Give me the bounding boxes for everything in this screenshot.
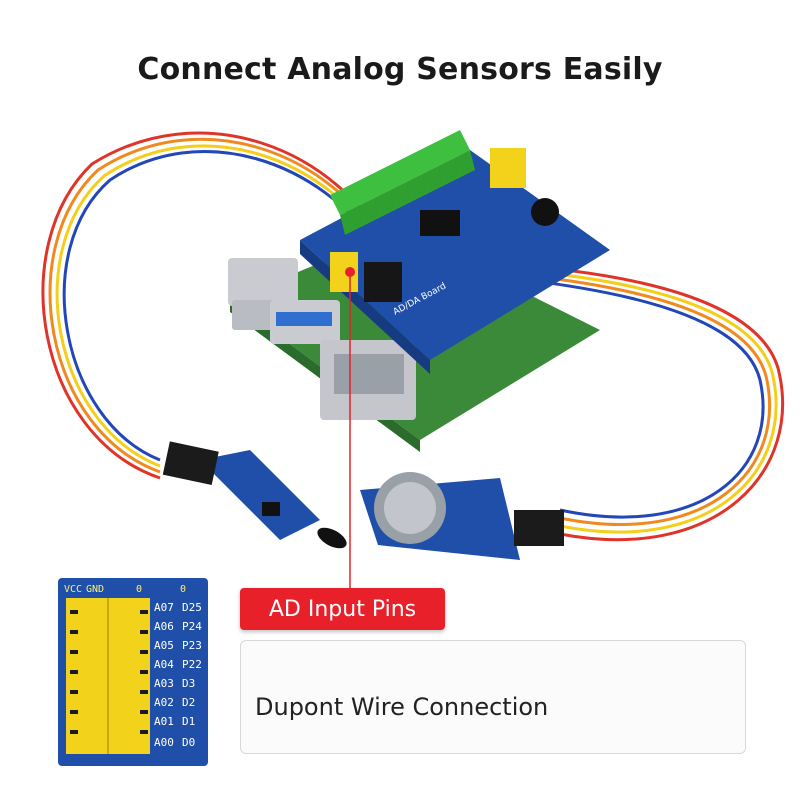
pin-label-p22: P22	[182, 658, 202, 671]
adc-chip	[420, 210, 460, 236]
pin-label-d25: D25	[182, 601, 202, 614]
inset-header-0a: 0	[136, 584, 142, 595]
inset-header-gnd: GND	[86, 584, 104, 595]
pin-label-a06: A06	[154, 620, 174, 633]
pin-label-a02: A02	[154, 696, 174, 709]
callout-pointer	[345, 267, 355, 590]
pin-label-a01: A01	[154, 715, 174, 728]
pin-label-a03: A03	[154, 677, 174, 690]
dupont-wires-left	[41, 131, 394, 480]
jumper-header	[490, 148, 526, 188]
gas-sensor-module	[360, 472, 564, 560]
inset-header-vcc: VCC	[64, 584, 82, 595]
pin-header-inset: VCC GND 0 0 A07 D25 A06 P24 A05 P23 A04 …	[58, 578, 208, 766]
pin-label-a00: A00	[154, 736, 174, 749]
potentiometer	[531, 198, 559, 226]
pin-label-a07: A07	[154, 601, 174, 614]
dupont-caption-box: Dupont Wire Connection	[240, 640, 746, 754]
dupont-connector	[364, 262, 402, 302]
pin-label-d0: D0	[182, 736, 195, 749]
pin-label-d1: D1	[182, 715, 195, 728]
pin-label-p23: P23	[182, 639, 202, 652]
pin-label-p24: P24	[182, 620, 202, 633]
dupont-caption-text: Dupont Wire Connection	[255, 693, 549, 721]
terminal-block	[330, 130, 470, 215]
ad-input-pins-callout: AD Input Pins	[240, 588, 445, 630]
ad-da-hat-board: AD/DA Board	[300, 130, 610, 374]
usb-port-1	[228, 258, 298, 306]
pin-label-a05: A05	[154, 639, 174, 652]
flame-sensor-module	[162, 441, 347, 549]
pin-label-d3: D3	[182, 677, 195, 690]
pin-label-a04: A04	[154, 658, 174, 671]
page-title: Connect Analog Sensors Easily	[137, 52, 663, 87]
pin-label-d2: D2	[182, 696, 195, 709]
inset-header-0b: 0	[180, 584, 186, 595]
